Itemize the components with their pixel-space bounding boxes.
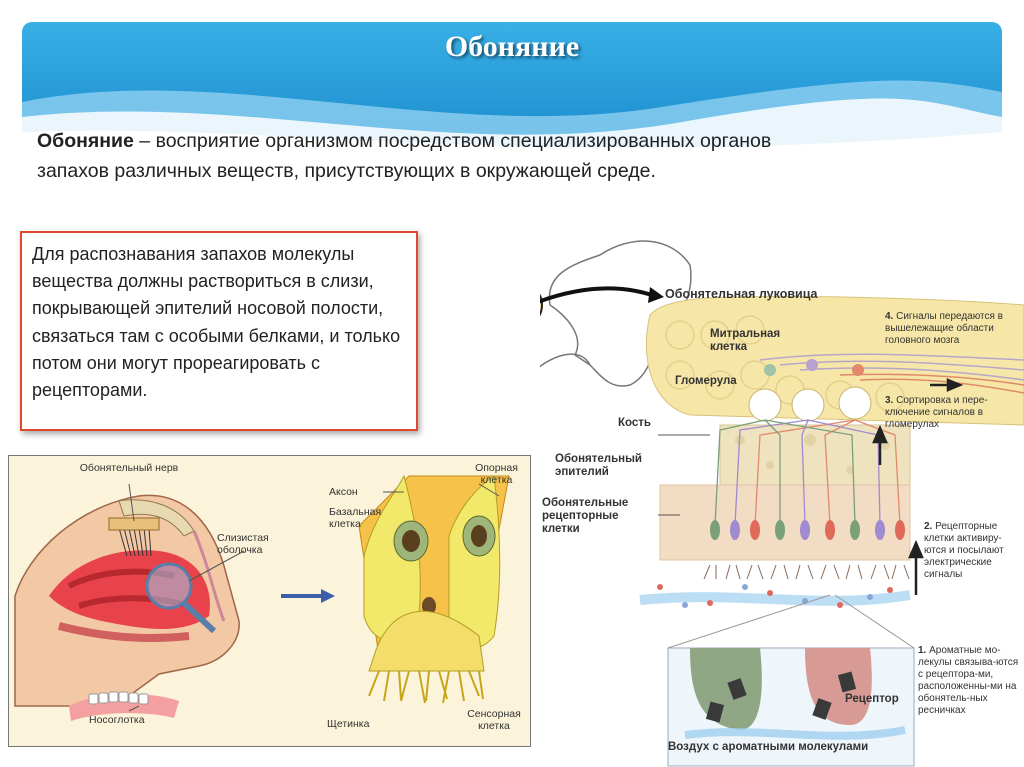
label-olfactory-nerve: Обонятельный нерв: [79, 462, 179, 474]
label-nasopharynx: Носоглотка: [89, 714, 145, 726]
definition-term: Обоняние: [37, 130, 134, 152]
definition-text: – восприятие организмом посредством спец…: [37, 130, 772, 182]
label-mitral-cell: Митральная клетка: [710, 328, 781, 353]
label-olfactory-bulb: Обонятельная луковица: [665, 287, 818, 301]
label-brush: Щетинка: [327, 718, 370, 730]
label-epithelium: Обонятельный эпителий: [555, 453, 642, 478]
step-2: 2. Рецепторные клетки активиру-ются и по…: [924, 521, 1004, 580]
label-basal-cell: Базальная клетка: [329, 506, 382, 530]
step-4: 4. Сигналы передаются в вышележащие обла…: [885, 311, 1003, 346]
label-receptor-cells: Обонятельные рецепторные клетки: [542, 497, 629, 535]
label-receptor: Рецептор: [845, 693, 899, 705]
label-sensory-cell: Сенсорная клетка: [467, 708, 521, 732]
step-3: 3. Сортировка и пере-ключение сигналов в…: [885, 395, 988, 430]
slide-title: Обоняние: [444, 30, 580, 63]
label-glomerulus: Гломерула: [675, 375, 737, 387]
label-axon: Аксон: [329, 486, 358, 498]
label-bone: Кость: [618, 417, 651, 429]
note-box: Для распознавания запахов молекулы вещес…: [20, 231, 418, 431]
label-support-cell: Опорная клетка: [475, 462, 518, 486]
olfactory-pathway-figure: Обонятельная луковица Митральная клетка …: [540, 225, 1024, 767]
step-1: 1. Ароматные мо-лекулы связыва-ются с ре…: [918, 645, 1019, 716]
nasal-anatomy-figure: Обонятельный нерв Слизистая оболочка Нос…: [8, 455, 531, 747]
definition: Обоняние – восприятие организмом посредс…: [37, 126, 777, 186]
title-banner: [22, 22, 1002, 172]
label-air: Воздух с ароматными молекулами: [668, 741, 869, 753]
label-mucosa: Слизистая оболочка: [217, 532, 269, 556]
